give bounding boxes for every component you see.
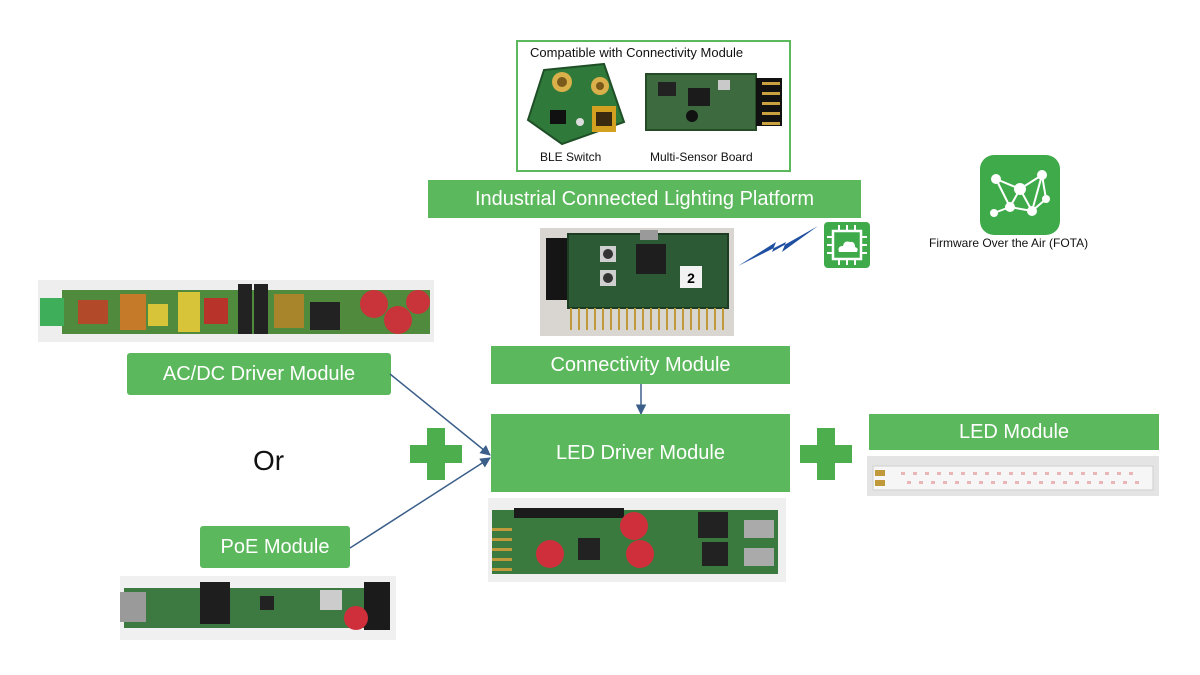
or-label: Or bbox=[253, 445, 285, 476]
acdc-board-photo bbox=[38, 280, 434, 342]
compatible-panel: Compatible with Connectivity Module BLE … bbox=[516, 40, 791, 172]
compatible-title: Compatible with Connectivity Module bbox=[530, 45, 744, 60]
multi-sensor-caption: Multi-Sensor Board bbox=[650, 150, 753, 164]
led-module-photo bbox=[867, 456, 1159, 496]
ble-switch-photo bbox=[526, 62, 626, 146]
led-driver-board-photo bbox=[488, 498, 786, 582]
ble-switch-caption: BLE Switch bbox=[540, 150, 602, 164]
connectivity-module-photo: 2 bbox=[540, 228, 734, 336]
poe-arrow bbox=[349, 457, 491, 549]
multi-sensor-photo bbox=[645, 73, 782, 131]
plus-icon-right bbox=[800, 428, 852, 480]
connectivity-chip-marking: 2 bbox=[687, 270, 695, 286]
fota-label: Firmware Over the Air (FOTA) bbox=[929, 236, 1089, 250]
plus-icon-left bbox=[410, 428, 462, 480]
network-nodes-icon bbox=[980, 155, 1060, 235]
led-module-label: LED Module bbox=[869, 414, 1159, 450]
acdc-arrow bbox=[389, 373, 491, 456]
poe-board-photo bbox=[120, 576, 396, 640]
lightning-icon bbox=[738, 226, 818, 266]
connectivity-module-label: Connectivity Module bbox=[491, 346, 790, 384]
poe-label: PoE Module bbox=[200, 526, 350, 568]
platform-label: Industrial Connected Lighting Platform bbox=[428, 180, 861, 218]
chip-cloud-icon bbox=[824, 222, 870, 268]
acdc-driver-label: AC/DC Driver Module bbox=[127, 353, 391, 395]
led-driver-module-label: LED Driver Module bbox=[491, 414, 790, 492]
